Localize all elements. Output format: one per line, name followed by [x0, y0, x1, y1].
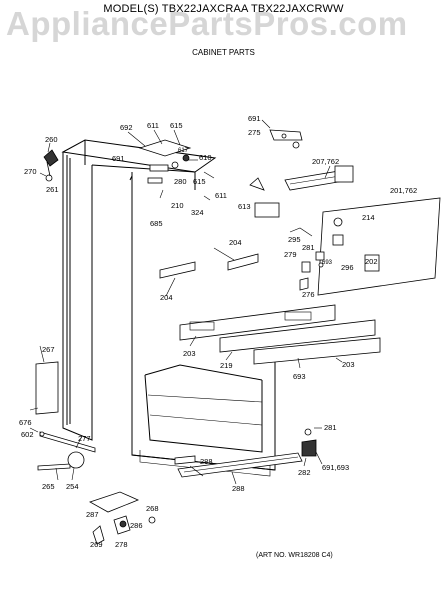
callout-265: 265	[42, 482, 55, 491]
callout-611b: 611	[215, 191, 227, 200]
callout-280: 280	[174, 177, 187, 186]
light-housing	[254, 165, 354, 218]
callout-617: 617	[178, 148, 189, 154]
callout-207-762: 207,762	[312, 157, 339, 166]
callout-602: 602	[21, 430, 34, 439]
callout-279: 279	[284, 250, 297, 259]
control-panel	[317, 197, 441, 296]
callout-204: 204	[229, 238, 242, 247]
callout-296: 296	[341, 263, 354, 272]
section-subtitle: CABINET PARTS	[192, 48, 255, 57]
callout-288b: 288	[232, 484, 245, 493]
callout-281b: 281	[324, 423, 337, 432]
callout-214: 214	[362, 213, 375, 222]
art-number: (ART NO. WR18208 C4)	[256, 552, 333, 559]
callout-691: 691	[112, 154, 125, 163]
roller-assembly	[89, 491, 156, 545]
callout-676: 676	[19, 418, 32, 427]
callout-268: 268	[146, 504, 159, 513]
callout-254: 254	[66, 482, 79, 491]
callout-267: 267	[42, 345, 55, 354]
rails-204	[159, 253, 259, 279]
callout-613: 613	[238, 202, 251, 211]
callout-219: 219	[220, 361, 233, 370]
callout-270: 270	[24, 167, 37, 176]
callout-693: 693	[322, 260, 333, 266]
callout-260: 260	[45, 135, 58, 144]
callout-261: 261	[46, 185, 59, 194]
callout-210: 210	[171, 201, 184, 210]
callout-278: 278	[115, 540, 128, 549]
callout-275: 275	[248, 128, 261, 137]
callout-281: 281	[302, 243, 315, 252]
top-hinge-assembly	[138, 139, 265, 191]
callout-691b: 691	[248, 114, 261, 123]
callout-324: 324	[191, 208, 204, 217]
callout-615: 615	[170, 121, 183, 130]
callout-204b: 204	[160, 293, 173, 302]
callout-286: 286	[130, 521, 143, 530]
callout-295: 295	[288, 235, 301, 244]
callout-691-693: 691,693	[322, 463, 349, 472]
callout-201-762: 201,762	[390, 186, 417, 195]
callout-269: 269	[90, 540, 103, 549]
callout-288: 288	[200, 457, 213, 466]
leader-lines	[29, 119, 343, 485]
model-title: MODEL(S) TBX22JAXCRAA TBX22JAXCRWW	[103, 3, 344, 15]
kick-plate	[174, 452, 303, 478]
callout-276: 276	[302, 290, 315, 299]
callout-693b: 693	[293, 372, 306, 381]
watermark: AppliancePartsPros.com	[6, 5, 408, 42]
callout-611: 611	[147, 121, 159, 130]
cabinet-shell	[61, 139, 276, 477]
hinge-260	[43, 149, 59, 182]
clip-282	[301, 428, 317, 457]
switch-parts	[289, 227, 325, 291]
lower-left-parts	[35, 361, 96, 471]
callout-203b: 203	[342, 360, 355, 369]
callout-203: 203	[183, 349, 196, 358]
callout-287: 287	[86, 510, 99, 519]
callout-202: 202	[365, 257, 378, 266]
callout-610: 610	[199, 153, 212, 162]
callout-692: 692	[120, 123, 133, 132]
callout-labels: 260 270 261 692 611 615 617 691 610 280 …	[19, 114, 417, 549]
callout-277: 277	[78, 434, 91, 443]
hinge-275	[269, 129, 303, 149]
callout-685: 685	[150, 219, 163, 228]
mullion-assembly	[179, 304, 381, 365]
callout-282: 282	[298, 468, 311, 477]
callout-615b: 615	[193, 177, 206, 186]
